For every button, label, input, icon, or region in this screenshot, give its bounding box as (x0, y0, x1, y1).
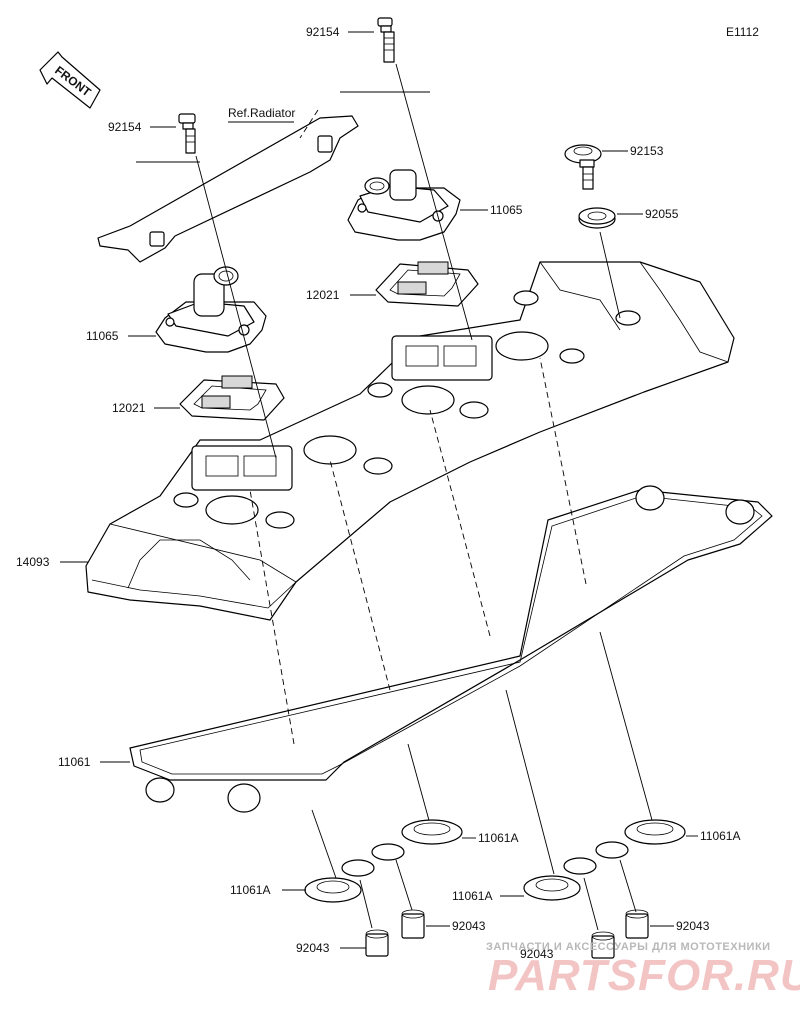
label-14093: 14093 (16, 555, 50, 569)
label-12021-right: 12021 (306, 288, 340, 302)
breather-cover-right-11065 (347, 169, 461, 241)
label-92153: 92153 (630, 144, 664, 158)
diagram-code: E1112 (726, 25, 759, 39)
label-92043-1: 92043 (296, 941, 330, 955)
plug-seal-group-2 (371, 743, 463, 939)
alignment-lines (136, 63, 621, 745)
bolt-left-92154 (178, 113, 196, 154)
plate-left-12021 (179, 375, 285, 421)
gasket-11061 (129, 485, 773, 813)
label-11061: 11061 (58, 755, 91, 769)
bolt-right-92153 (564, 144, 602, 190)
label-11065-left: 11065 (86, 329, 119, 343)
ref-radiator-label: Ref.Radiator (228, 106, 295, 120)
label-92154-left: 92154 (108, 120, 142, 134)
watermark-tagline: ЗАПЧАСТИ И АКСЕССУАРЫ ДЛЯ МОТОТЕХНИКИ (486, 941, 771, 953)
label-92043-4: 92043 (676, 919, 710, 933)
label-11061A-3: 11061A (452, 889, 492, 903)
plug-seal-group-1 (304, 809, 389, 957)
bolt-upper-92154 (377, 17, 395, 63)
label-92055: 92055 (645, 207, 679, 221)
head-cover-14093 (85, 261, 735, 621)
front-arrow-icon: FRONT (39, 51, 101, 109)
washer-92055 (578, 207, 616, 229)
label-92043-2: 92043 (452, 919, 486, 933)
label-11065-right: 11065 (490, 203, 523, 217)
radiator-bracket (97, 115, 359, 263)
plug-seal-group-3 (505, 689, 615, 959)
label-11061A-1: 11061A (230, 883, 270, 897)
label-12021-left: 12021 (112, 401, 146, 415)
watermark-brand: PARTSFOR.RU (488, 951, 800, 1000)
label-11061A-4: 11061A (700, 829, 740, 843)
label-92154-upper: 92154 (306, 25, 340, 39)
breather-cover-left-11065 (155, 266, 267, 353)
label-11061A-2: 11061A (478, 831, 518, 845)
plug-seal-group-4 (595, 631, 686, 939)
plate-right-12021 (375, 261, 479, 307)
label-92043-3: 92043 (520, 947, 554, 961)
